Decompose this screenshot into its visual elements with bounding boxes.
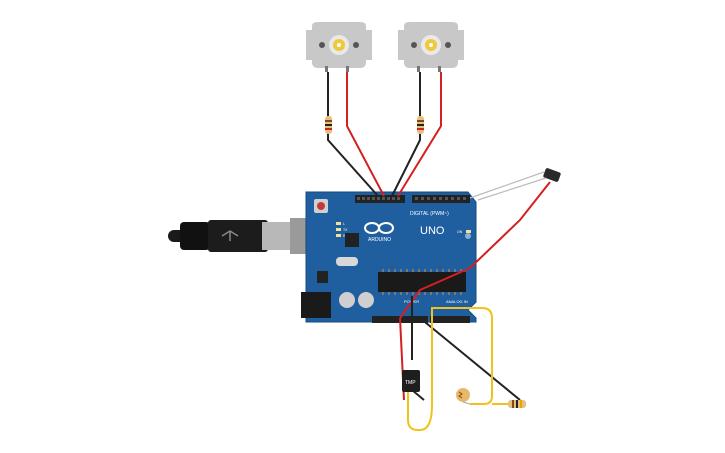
mount-hole — [465, 233, 471, 239]
motor-wires[interactable] — [327, 72, 442, 197]
led-l-label: L — [343, 222, 345, 226]
board-model: UNO — [420, 225, 445, 237]
ir-receiver-wires[interactable] — [399, 171, 551, 319]
led-tx-label: TX — [343, 228, 348, 232]
led-on-label: ON — [457, 230, 463, 234]
led-l — [336, 222, 341, 225]
dc-motor-2[interactable] — [398, 22, 464, 72]
temperature-sensor[interactable]: TMP — [402, 370, 420, 392]
dc-motor-1[interactable] — [306, 22, 372, 72]
resistor-2[interactable] — [417, 116, 424, 134]
led-tx — [336, 228, 341, 231]
analog-header — [430, 316, 470, 323]
arduino-logo-icon — [364, 222, 394, 234]
voltage-regulator — [317, 271, 328, 283]
capacitor-2 — [358, 292, 374, 308]
usb-chip — [345, 233, 359, 247]
analog-header-label: ANALOG IN — [446, 299, 468, 304]
resistor-3[interactable] — [508, 400, 526, 408]
atmega-chip — [378, 272, 466, 292]
crystal — [336, 257, 358, 266]
usb-cable[interactable] — [168, 218, 310, 254]
usb-symbol-icon — [221, 230, 239, 241]
power-jack — [301, 292, 331, 318]
resistor-1[interactable] — [325, 116, 332, 134]
sensor-label: TMP — [405, 380, 416, 386]
photoresistor[interactable] — [456, 388, 471, 405]
digital-header-label: DIGITAL (PWM~) — [410, 211, 449, 217]
capacitor-1 — [339, 292, 355, 308]
ir-receiver[interactable] — [543, 168, 561, 183]
reset-button-cap[interactable] — [317, 202, 325, 210]
board-brand: ARDUINO — [368, 237, 391, 243]
led-rx — [336, 234, 341, 237]
arduino-board[interactable]: DIGITAL (PWM~) ARDUINO UNO L TX RX ON — [301, 191, 477, 323]
led-on — [466, 230, 471, 233]
